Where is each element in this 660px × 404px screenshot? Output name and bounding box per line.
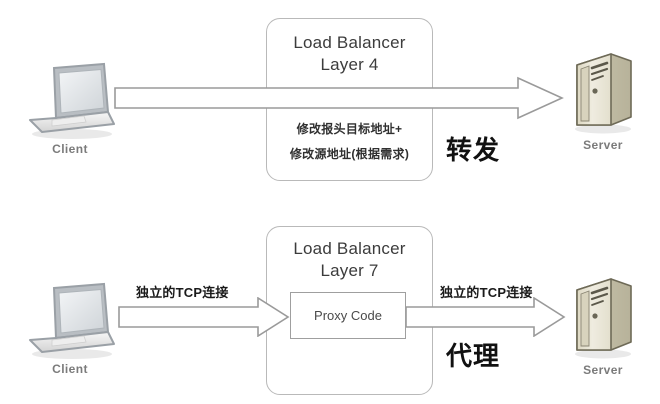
layer7-client-to-lb-arrow — [118, 297, 290, 337]
server-tower-icon-bottom — [567, 272, 639, 360]
layer4-flow-arrow — [114, 76, 564, 120]
server-caption-bottom: Server — [583, 363, 623, 377]
client-caption-top: Client — [52, 142, 88, 156]
server-tower-icon-top — [567, 47, 639, 135]
load-balancer-layer4-title-line2: Layer 4 — [320, 55, 379, 74]
client-laptop-icon-bottom — [22, 282, 118, 360]
load-balancer-layer7-title-line2: Layer 7 — [320, 261, 379, 280]
layer7-left-tcp-label: 独立的TCP连接 — [136, 285, 229, 300]
block-arrow-right-icon — [118, 297, 290, 337]
load-balancer-layer4-title-line1: Load Balancer — [293, 33, 406, 52]
layer7-lb-to-server-arrow — [406, 297, 566, 337]
load-balancer-layer7-title-line1: Load Balancer — [293, 239, 406, 258]
layer4-note-line1: 修改报头目标地址+ — [296, 122, 403, 136]
client-caption-bottom: Client — [52, 362, 88, 376]
block-arrow-right-icon — [406, 297, 566, 337]
layer7-mode-label: 代理 — [446, 341, 501, 371]
layer4-note-line2: 修改源地址(根据需求) — [289, 147, 410, 161]
layer7-right-tcp-label: 独立的TCP连接 — [440, 285, 533, 300]
proxy-code-box: Proxy Code — [290, 292, 406, 339]
layer4-mode-label: 转发 — [446, 135, 501, 165]
server-caption-top: Server — [583, 138, 623, 152]
block-arrow-right-icon — [114, 76, 564, 120]
client-laptop-icon-top — [22, 62, 118, 140]
